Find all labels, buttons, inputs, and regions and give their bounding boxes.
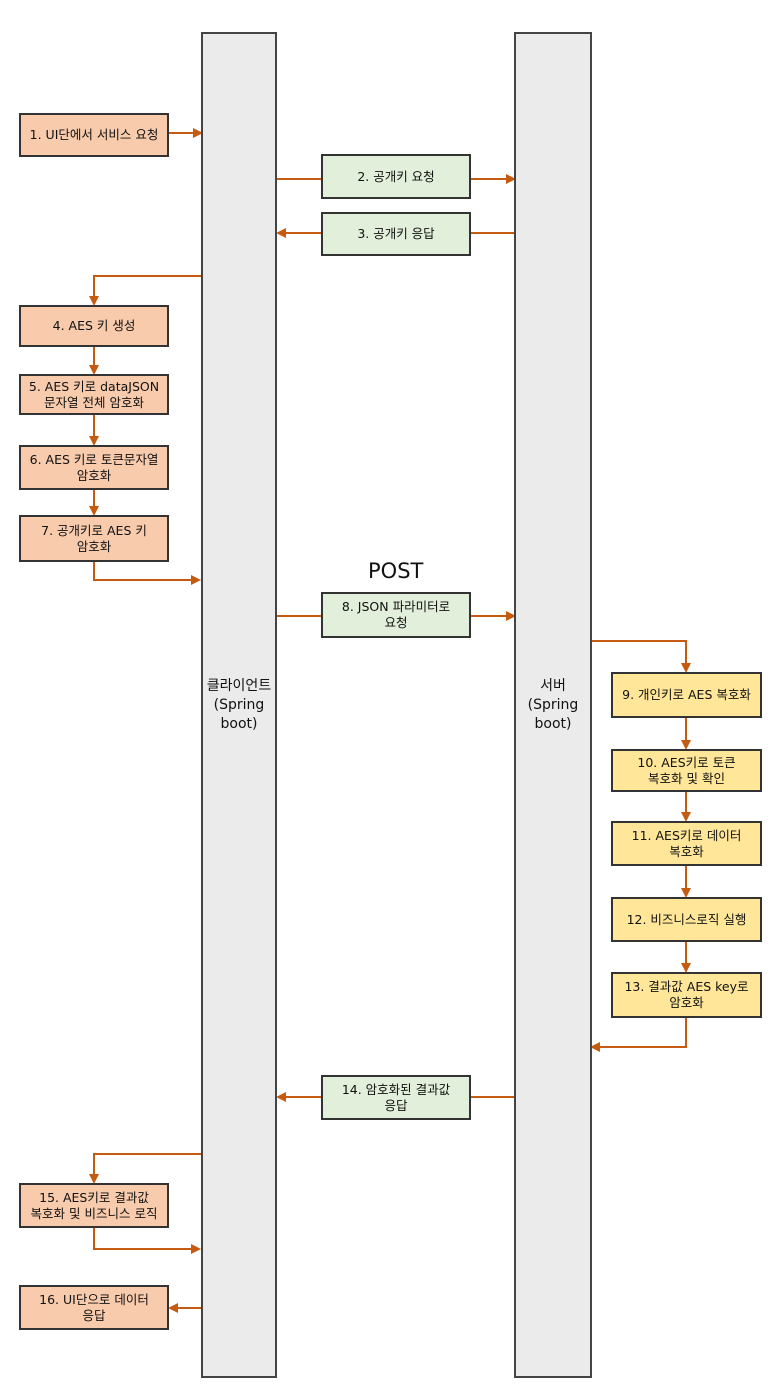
client-lane-label: 클라이언트 (Spring boot) — [206, 677, 272, 732]
server-lane-label: 서버 (Spring boot) — [527, 677, 579, 732]
step-6-box: 6. AES 키로 토큰문자열 암호화 — [19, 445, 169, 490]
step-16-box: 16. UI단으로 데이터 응답 — [19, 1285, 169, 1330]
arrow-client-to-4 — [89, 275, 201, 306]
arrow-server-to-9 — [592, 640, 691, 673]
client-lane: 클라이언트 (Spring boot) — [201, 32, 277, 1378]
step-1-box: 1. UI단에서 서비스 요청 — [19, 113, 169, 157]
step-14-box: 14. 암호화된 결과값 응답 — [321, 1075, 471, 1120]
step-5-box: 5. AES 키로 dataJSON 문자열 전체 암호화 — [19, 374, 169, 415]
step-3-box: 3. 공개키 응답 — [321, 212, 471, 256]
step-4-box: 4. AES 키 생성 — [19, 305, 169, 347]
arrow-client-to-15 — [89, 1153, 201, 1184]
step-8-box: 8. JSON 파라미터로 요청 — [321, 592, 471, 638]
arrow-13-to-server — [590, 1017, 687, 1052]
step-2-box: 2. 공개키 요청 — [321, 154, 471, 199]
step-9-box: 9. 개인키로 AES 복호화 — [611, 672, 762, 718]
step-11-box: 11. AES키로 데이터 복호화 — [611, 821, 762, 866]
arrow-15-to-client — [93, 1227, 201, 1254]
step-12-box: 12. 비즈니스로직 실행 — [611, 897, 762, 942]
step-13-box: 13. 결과값 AES key로 암호화 — [611, 972, 762, 1018]
step-10-box: 10. AES키로 토큰 복호화 및 확인 — [611, 749, 762, 792]
post-label: POST — [368, 559, 424, 583]
server-lane: 서버 (Spring boot) — [514, 32, 592, 1378]
step-15-box: 15. AES키로 결과값 복호화 및 비즈니스 로직 — [19, 1183, 169, 1228]
step-7-box: 7. 공개키로 AES 키 암호화 — [19, 515, 169, 562]
arrow-7-to-client — [93, 561, 201, 585]
